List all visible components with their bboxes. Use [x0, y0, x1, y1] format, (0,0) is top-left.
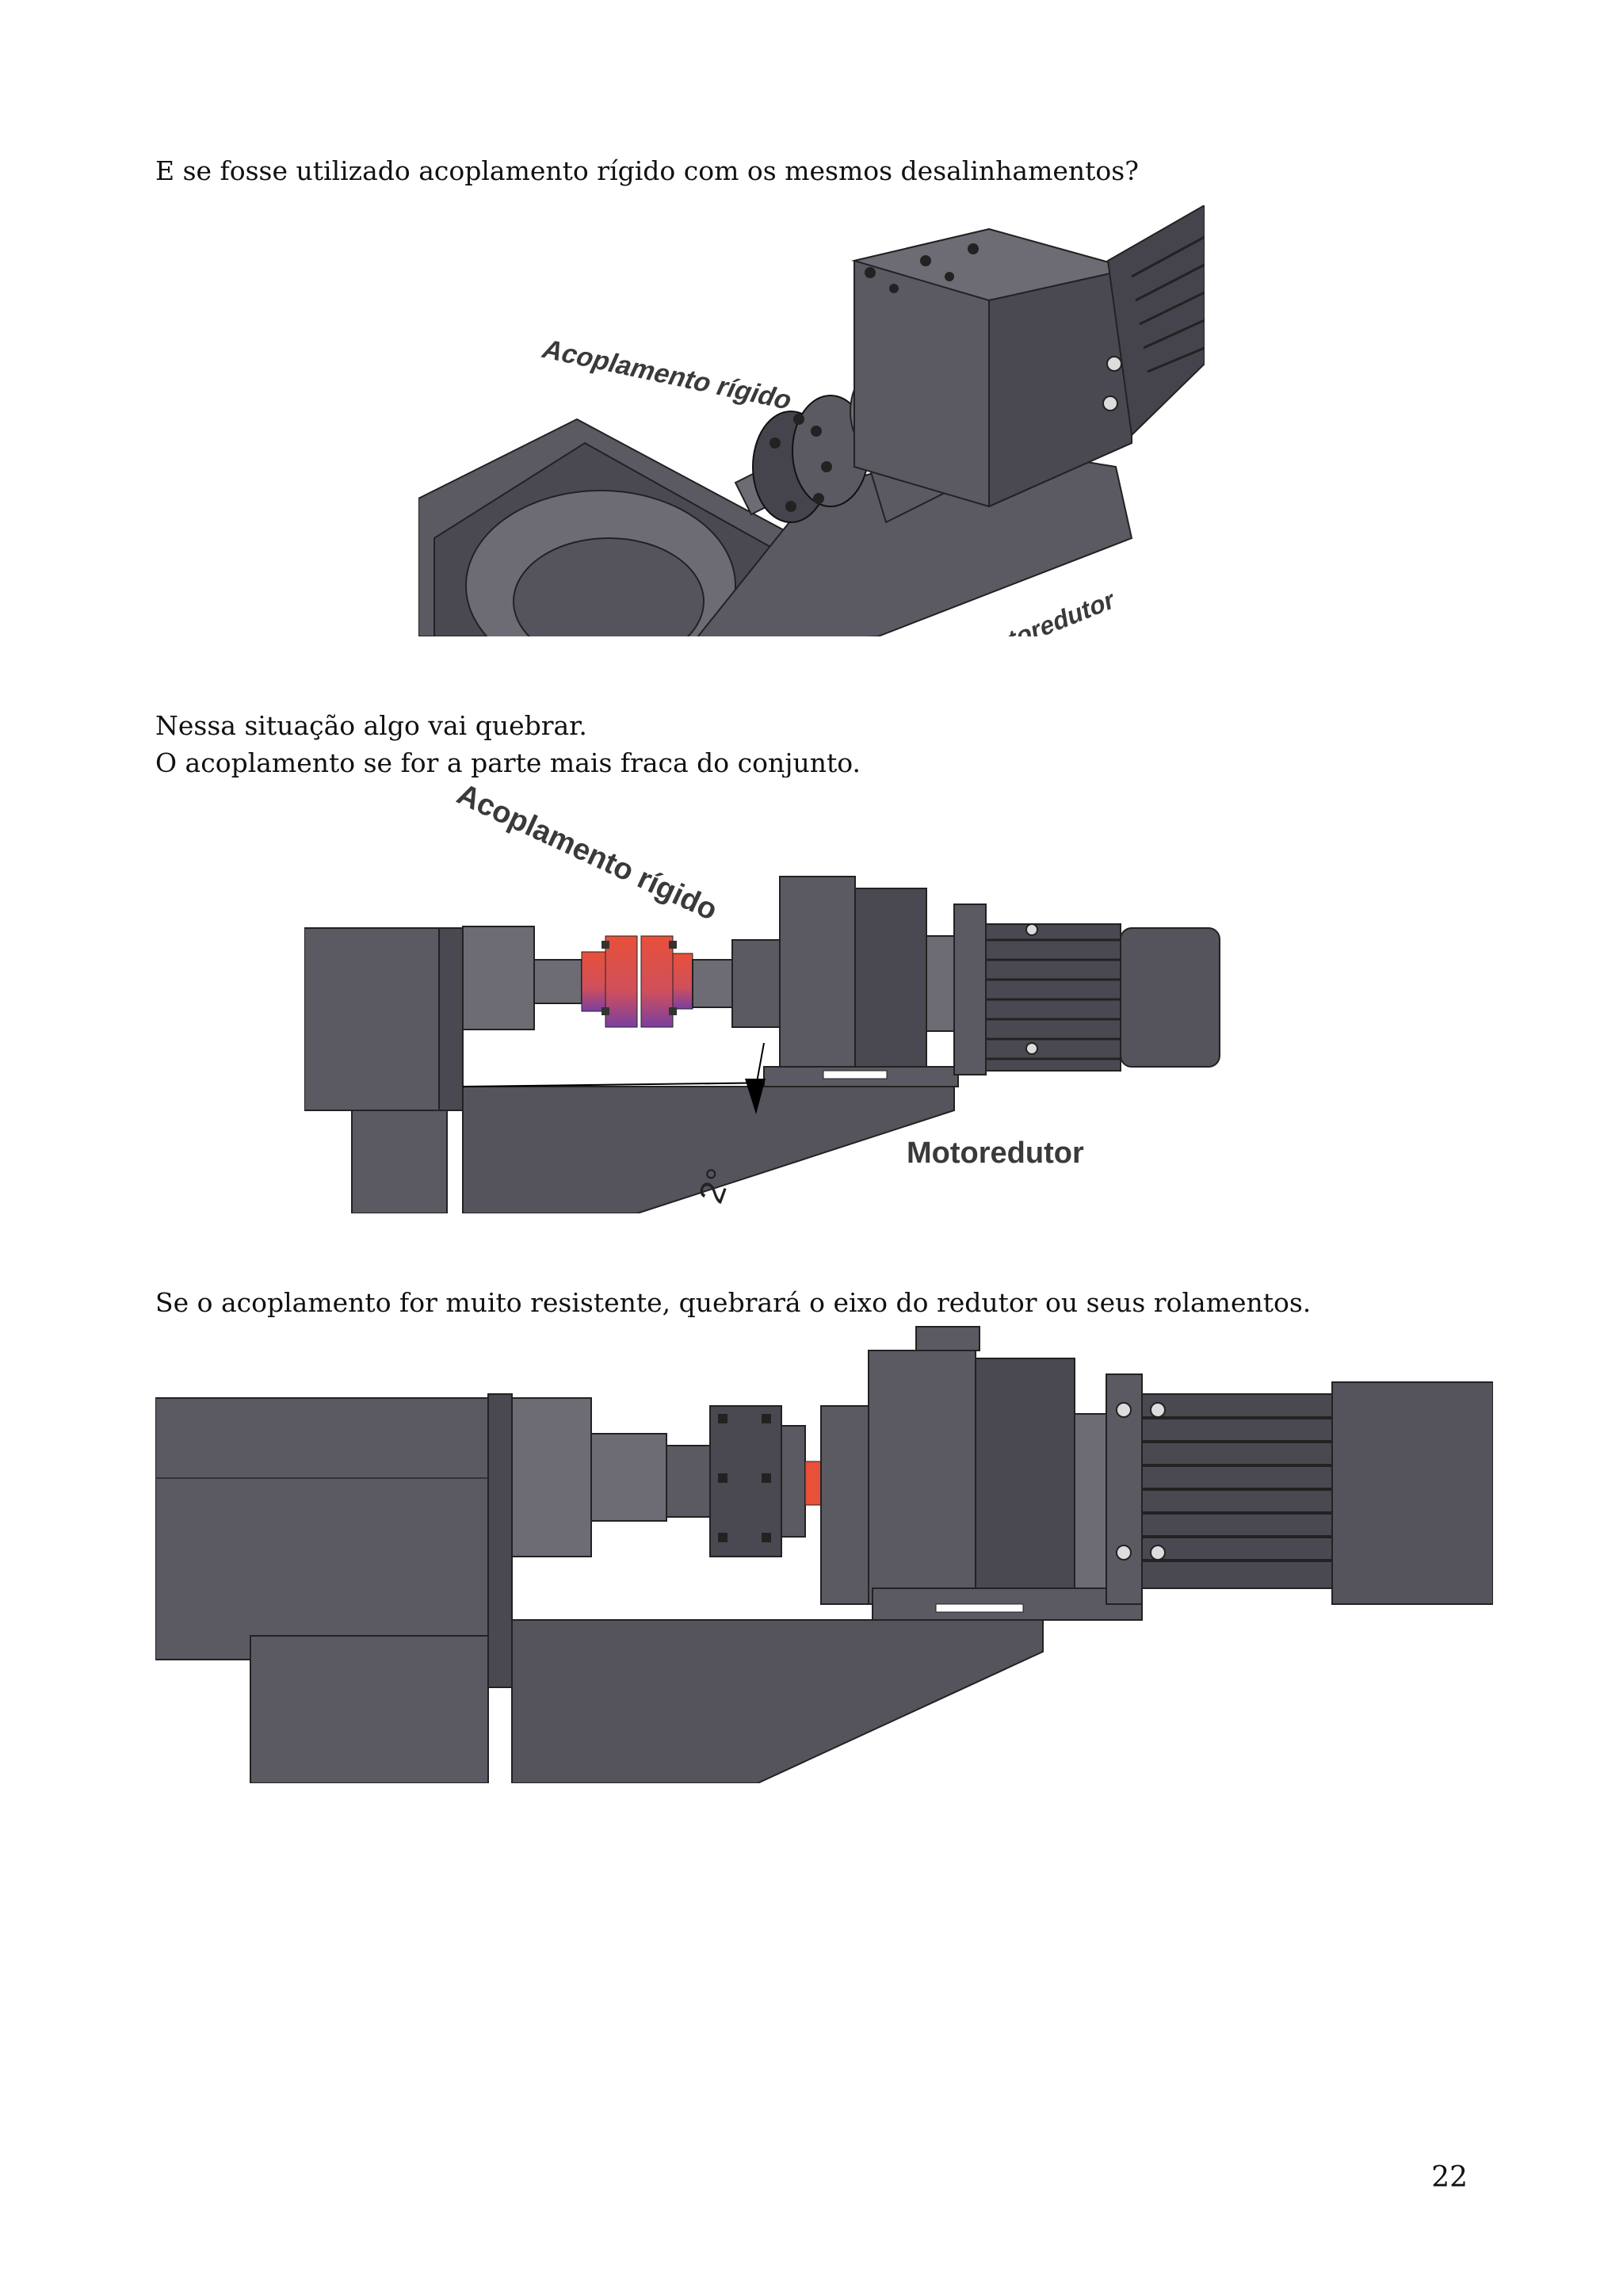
paragraph-breakage: Nessa situação algo vai quebrar. O acopl…	[155, 707, 861, 781]
page-number: 22	[1431, 2161, 1468, 2194]
label-rigid-coupling: Acoplamento rígido	[537, 334, 797, 415]
paragraph-question: E se fosse utilizado acoplamento rígido …	[155, 155, 1139, 186]
paragraph-breakage-line1: Nessa situação algo vai quebrar.	[155, 710, 587, 741]
figure-detail-drawing	[155, 1326, 1493, 1783]
paragraph-resistant: Se o acoplamento for muito resistente, q…	[155, 1287, 1312, 1318]
figure-side-drawing: Acoplamento rígido	[304, 777, 1220, 1213]
label-gearmotor-2: Motoredutor	[907, 1137, 1084, 1170]
paragraph-breakage-line2: O acoplamento se for a parte mais fraca …	[155, 747, 861, 778]
figure-side-misaligned: Acoplamento rígido	[304, 777, 1311, 1213]
figure-side-detail	[155, 1319, 1493, 1783]
label-rigid-coupling-2: Acoplamento rígido	[452, 777, 722, 927]
figure-isometric-drawing: Acoplamento rígido Motoredutor	[418, 205, 1205, 636]
figure-isometric-rigid-coupling: Acoplamento rígido Motoredutor	[418, 205, 1205, 636]
